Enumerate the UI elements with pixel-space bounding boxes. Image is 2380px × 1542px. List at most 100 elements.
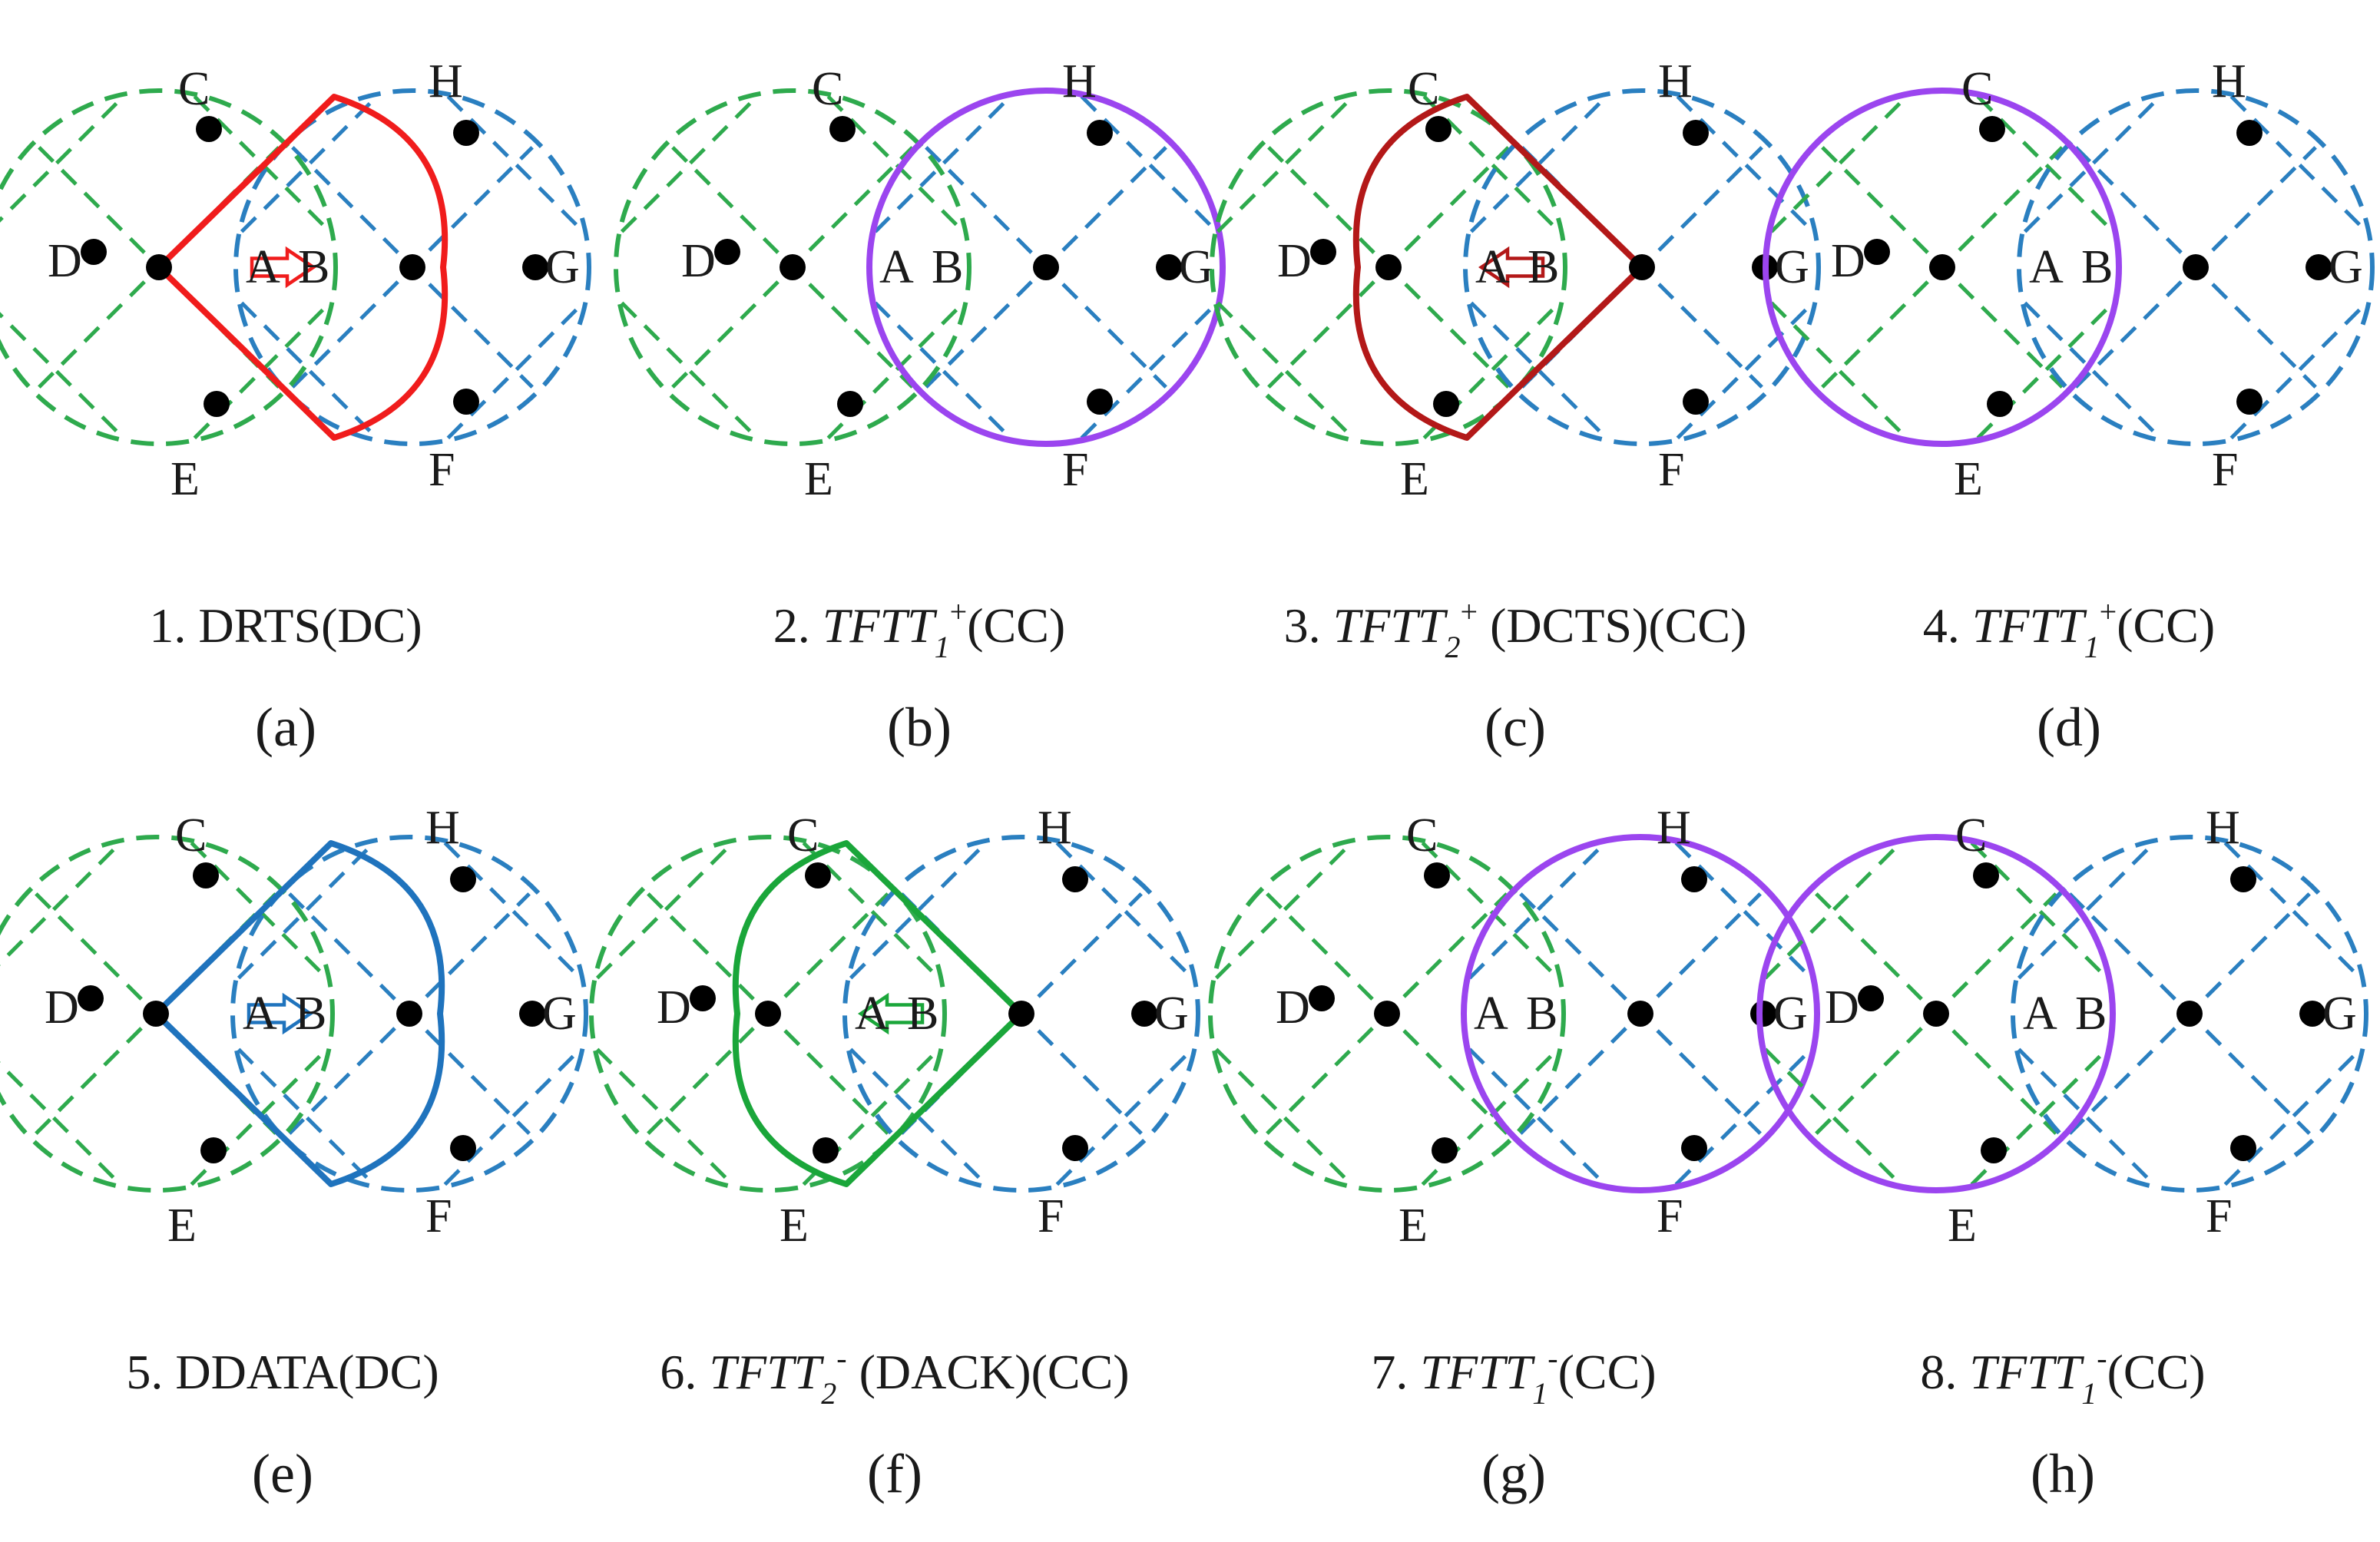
node-label-f: F — [1657, 1190, 1683, 1243]
lattice-line — [595, 841, 734, 980]
range-circle-a — [1208, 835, 1566, 1193]
node-label-h: H — [1658, 55, 1693, 108]
caption-number: 3. — [1284, 598, 1333, 653]
node-d — [1864, 239, 1890, 265]
node-label-f: F — [425, 1190, 452, 1243]
node-label-b: B — [932, 241, 963, 293]
node-label-d: D — [1831, 235, 1865, 287]
lattice-line — [0, 1061, 122, 1186]
node-f — [1087, 389, 1113, 415]
node-label-h: H — [425, 802, 460, 854]
node-label-a: A — [2023, 988, 2057, 1040]
lattice-line — [2223, 841, 2362, 980]
node-h — [1681, 866, 1707, 892]
panel-letter: (f) — [867, 1443, 922, 1504]
node-label-c: C — [787, 809, 819, 862]
caption-rest: (CC) — [2117, 598, 2215, 653]
node-label-h: H — [1038, 802, 1072, 854]
directional-beam-outline — [1352, 94, 1645, 441]
node-label-g: G — [1773, 988, 1808, 1040]
lattice-line — [1976, 301, 2115, 440]
node-label-b: B — [2075, 988, 2107, 1040]
lattice-line — [2229, 301, 2368, 440]
node-b — [1629, 254, 1655, 280]
caption-number: 2. — [773, 598, 823, 653]
caption-number: 1. — [149, 598, 198, 653]
node-label-e: E — [1399, 1200, 1428, 1252]
caption-number: 4. — [1923, 598, 1972, 653]
node-label-g: G — [542, 988, 577, 1040]
node-d — [690, 985, 716, 1011]
node-label-c: C — [1955, 809, 1987, 862]
node-label-e: E — [170, 453, 200, 505]
node-label-b: B — [2081, 241, 2113, 293]
node-e — [837, 391, 863, 417]
node-g — [1750, 1001, 1776, 1027]
node-h — [1087, 120, 1113, 146]
panel-letter: (b) — [887, 697, 952, 758]
node-label-h: H — [2212, 55, 2246, 108]
caption-superscript: + — [2100, 594, 2117, 629]
lattice-line — [0, 94, 125, 223]
lattice-line — [1216, 301, 1355, 440]
node-label-g: G — [2322, 988, 2357, 1040]
node-label-b: B — [907, 988, 938, 1040]
node-e — [204, 391, 230, 417]
omni-transmission-circle — [1461, 834, 1820, 1193]
range-circle-b — [233, 88, 591, 446]
omni-transmission-circle — [1756, 834, 2116, 1193]
caption-rest: (DACK)(CC) — [847, 1345, 1130, 1399]
directional-beam-outline — [153, 840, 445, 1187]
lattice-line — [1676, 301, 1815, 440]
node-g — [2299, 1001, 2325, 1027]
node-label-f: F — [1658, 444, 1684, 496]
node-h — [2230, 866, 2256, 892]
lattice-line — [443, 841, 582, 980]
panel-letter: (g) — [1481, 1443, 1546, 1504]
panel-caption: 3. TFTT2+ (DCTS)(CC) — [1284, 594, 1747, 664]
node-e — [200, 1137, 227, 1163]
caption-rest: DRTS(DC) — [198, 598, 422, 653]
node-label-d: D — [45, 981, 79, 1034]
node-label-a: A — [246, 241, 280, 293]
lattice-line — [2229, 94, 2368, 233]
node-label-h: H — [1657, 802, 1691, 854]
node-label-f: F — [1062, 444, 1088, 496]
lattice-line — [826, 301, 965, 440]
lattice-line — [595, 1047, 734, 1186]
node-label-d: D — [1276, 981, 1310, 1034]
node-c — [805, 862, 831, 888]
node-label-f: F — [2206, 1190, 2232, 1243]
node-c — [1424, 862, 1450, 888]
node-d — [1309, 985, 1335, 1011]
caption-subscript: 1 — [1532, 1376, 1547, 1411]
node-label-h: H — [429, 55, 463, 108]
node-label-c: C — [178, 63, 210, 115]
lattice-line — [443, 1047, 582, 1186]
lattice-line — [1970, 1047, 2109, 1186]
node-b — [2176, 1001, 2203, 1027]
node-c — [1973, 862, 1999, 888]
node-f — [453, 389, 479, 415]
range-circle-b — [2011, 835, 2368, 1193]
range-circle-a — [589, 835, 947, 1193]
caption-subscript: 1 — [2084, 630, 2100, 664]
node-a — [1929, 254, 1955, 280]
node-label-c: C — [1961, 63, 1993, 115]
panel-letter: (a) — [255, 697, 316, 758]
node-a — [146, 254, 172, 280]
arrow-right-icon — [247, 992, 314, 1035]
node-b — [2183, 254, 2209, 280]
caption-superscript: - — [836, 1341, 846, 1375]
range-circle-b — [230, 835, 588, 1193]
panel-caption: 7. TFTT1-(CC) — [1371, 1341, 1656, 1411]
caption-rest: DDATA(DC) — [175, 1345, 439, 1399]
caption-term: TFTT — [1969, 1345, 2084, 1399]
caption-number: 6. — [660, 1345, 709, 1399]
node-label-f: F — [429, 444, 455, 496]
node-b — [396, 1001, 422, 1027]
caption-superscript: - — [2097, 1341, 2107, 1375]
node-label-h: H — [1062, 55, 1097, 108]
